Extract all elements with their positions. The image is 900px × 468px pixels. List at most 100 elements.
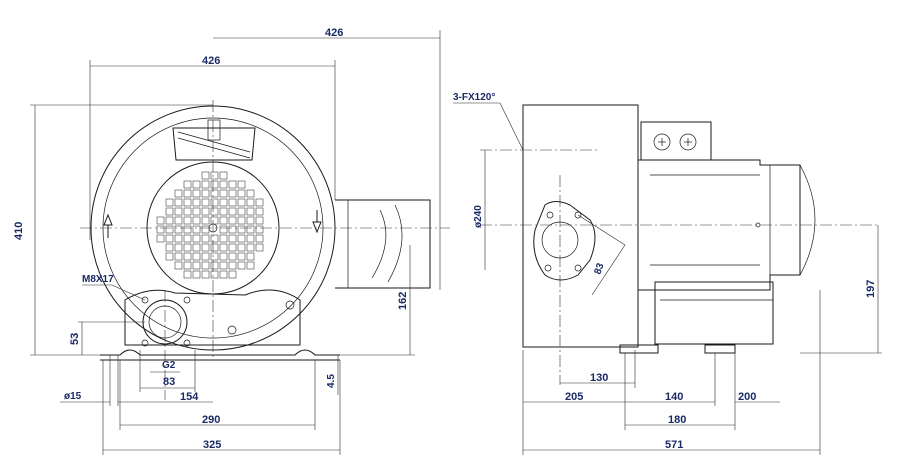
fan-grill	[156, 171, 264, 279]
grill-cell	[219, 198, 228, 207]
grill-cell	[255, 234, 264, 243]
grill-cell	[183, 198, 192, 207]
dim-290: 290	[202, 414, 220, 426]
grill-cell	[192, 207, 201, 216]
grill-cell	[219, 261, 228, 270]
grill-cell	[219, 216, 228, 225]
grill-cell	[183, 225, 192, 234]
grill-cell	[165, 243, 174, 252]
grill-cell	[246, 216, 255, 225]
grill-cell	[165, 234, 174, 243]
dim-410: 410	[13, 222, 25, 240]
dim-83-front: 83	[163, 376, 175, 388]
grill-cell	[192, 189, 201, 198]
grill-cell	[183, 207, 192, 216]
dim-426-outer: 426	[325, 27, 343, 39]
grill-cell	[246, 225, 255, 234]
grill-cell	[219, 171, 228, 180]
grill-cell	[192, 270, 201, 279]
grill-cell	[228, 216, 237, 225]
dim-83-side: 83	[592, 261, 606, 276]
grill-cell	[183, 234, 192, 243]
grill-cell	[201, 243, 210, 252]
terminal-box	[172, 127, 256, 161]
grill-cell	[165, 207, 174, 216]
grill-cell	[174, 252, 183, 261]
grill-cell	[237, 243, 246, 252]
grill-cell	[237, 261, 246, 270]
grill-cell	[192, 252, 201, 261]
side-terminal-box	[640, 121, 712, 161]
grill-cell	[210, 252, 219, 261]
grill-cell	[201, 198, 210, 207]
grill-cell	[183, 270, 192, 279]
label-3fx120: 3-FX120°	[453, 92, 495, 103]
grill-cell	[228, 207, 237, 216]
grill-cell	[210, 243, 219, 252]
grill-cell	[192, 198, 201, 207]
grill-cell	[183, 216, 192, 225]
grill-cell	[192, 180, 201, 189]
grill-cell	[192, 234, 201, 243]
side-lower-block	[654, 281, 774, 345]
grill-cell	[174, 261, 183, 270]
grill-cell	[165, 198, 174, 207]
grill-cell	[246, 189, 255, 198]
grill-cell	[246, 252, 255, 261]
outlet-pipe	[335, 199, 431, 289]
dim-197: 197	[865, 280, 877, 298]
front-view: 426 426 410 M8X17 162 53 G2 83 15	[13, 27, 450, 455]
grill-cell	[255, 216, 264, 225]
grill-cell	[228, 270, 237, 279]
dim-162: 162	[397, 292, 409, 310]
grill-cell	[237, 216, 246, 225]
grill-cell	[174, 189, 183, 198]
grill-cell	[201, 171, 210, 180]
grill-cell	[174, 207, 183, 216]
grill-cell	[246, 234, 255, 243]
grill-cell	[228, 180, 237, 189]
grill-cell	[201, 252, 210, 261]
grill-cell	[228, 252, 237, 261]
grill-cell	[219, 180, 228, 189]
grill-cell	[156, 225, 165, 234]
grill-cell	[246, 198, 255, 207]
grill-cell	[165, 252, 174, 261]
side-view: 3-FX120° ø240 83 197 130 205 140 200 1	[453, 92, 882, 455]
base-plate	[124, 289, 301, 346]
flange	[533, 201, 596, 281]
grill-cell	[228, 261, 237, 270]
label-g2: G2	[162, 360, 176, 371]
grill-cell	[201, 261, 210, 270]
grill-cell	[210, 234, 219, 243]
feet	[100, 349, 340, 356]
grill-cell	[201, 189, 210, 198]
grill-cell	[201, 270, 210, 279]
grill-cell	[255, 243, 264, 252]
grill-cell	[201, 207, 210, 216]
grill-cell	[219, 207, 228, 216]
grill-cell	[246, 207, 255, 216]
grill-cell	[174, 243, 183, 252]
grill-cell	[210, 189, 219, 198]
grill-cell	[228, 225, 237, 234]
grill-cell	[210, 207, 219, 216]
dim-4-5: 4.5	[326, 374, 337, 388]
dim-140: 140	[665, 391, 683, 403]
grill-cell	[237, 252, 246, 261]
grill-cell	[165, 216, 174, 225]
grill-cell	[201, 180, 210, 189]
dim-dia240: ø240	[473, 205, 484, 228]
grill-cell	[255, 225, 264, 234]
grill-cell	[219, 243, 228, 252]
grill-cell	[174, 216, 183, 225]
dim-130: 130	[590, 372, 608, 384]
grill-cell	[201, 216, 210, 225]
grill-cell	[219, 225, 228, 234]
grill-cell	[165, 225, 174, 234]
grill-cell	[192, 216, 201, 225]
dim-200: 200	[738, 391, 756, 403]
grill-cell	[210, 270, 219, 279]
grill-cell	[210, 261, 219, 270]
